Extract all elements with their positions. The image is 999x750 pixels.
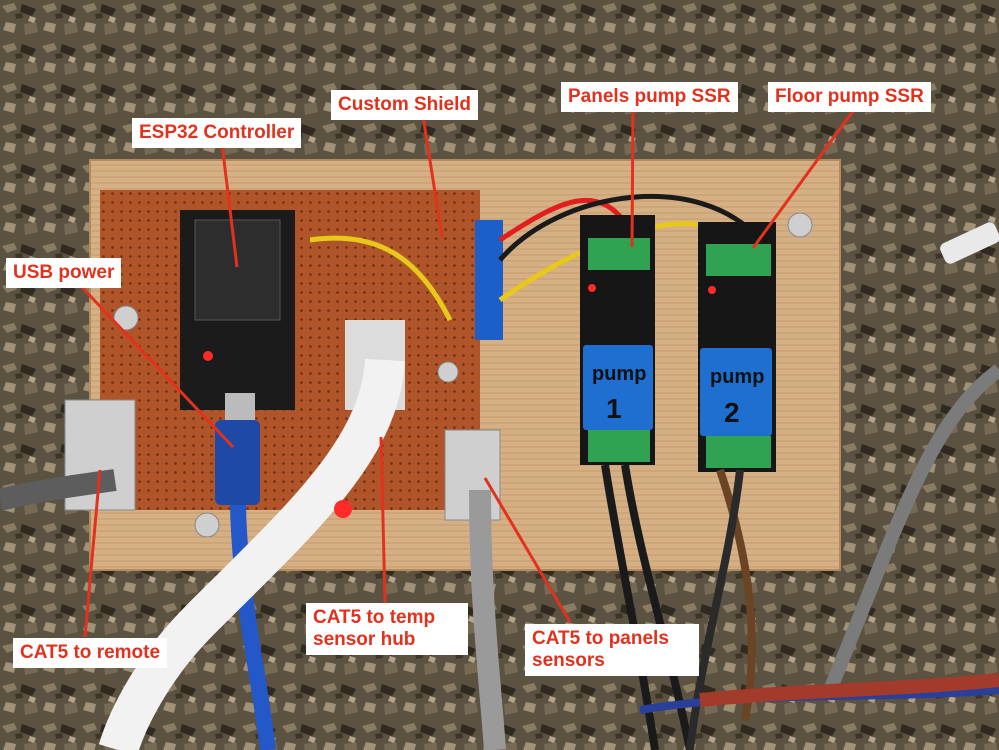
relay-1-terminal-bottom (588, 430, 650, 462)
red-cable-bottom (699, 673, 999, 707)
cable-clip (940, 222, 999, 264)
screw (787, 212, 813, 238)
micro-usb-port (225, 393, 255, 423)
esp32-power-led (203, 351, 213, 361)
relay-2-coil (700, 348, 772, 436)
usb-plug (215, 420, 260, 505)
label-cat5-temp-line1: CAT5 to temp (313, 607, 436, 628)
label-custom-shield: Custom Shield (331, 90, 479, 120)
gray-cable (823, 364, 999, 693)
relay-2-terminal-bottom (706, 436, 771, 468)
gray-cat5-cable (0, 469, 117, 511)
label-usb-power: USB power (6, 258, 122, 288)
label-cat5-temp-hub: CAT5 to temp sensor hub (306, 603, 468, 655)
arrow-floor-ssr (751, 106, 858, 249)
usb-cable (230, 504, 276, 750)
arrow-cat5-panels (483, 477, 572, 623)
screw (194, 512, 220, 538)
white-cat5-cable (98, 358, 405, 750)
label-cat5-temp-line2: sensor hub (313, 629, 416, 650)
screw (437, 361, 459, 383)
label-cat5-panels-line2: sensors (532, 650, 605, 671)
label-cat5-panels-sensors: CAT5 to panels sensors (525, 624, 699, 676)
relay-2-mark: pump (710, 366, 764, 388)
arrow-cat5-remote (83, 469, 102, 638)
relay-1-mark: pump (592, 363, 646, 385)
relay-1-number: 1 (606, 393, 622, 424)
panels-cat5-cable (469, 489, 506, 750)
relay-1-coil (583, 345, 653, 430)
relay-2-terminal-top (706, 244, 771, 276)
esp32-module-can (194, 219, 281, 321)
arrow-cat5-temp (379, 436, 387, 604)
relay-1-led (588, 284, 596, 292)
label-cat5-panels-line1: CAT5 to panels (532, 628, 669, 649)
relay-2-led (708, 286, 716, 294)
black-wire (498, 193, 762, 262)
label-panels-pump-ssr: Panels pump SSR (561, 82, 738, 112)
arrow-panels-ssr (630, 107, 635, 248)
yellow-jumper (309, 235, 453, 322)
arrow-shield (421, 115, 444, 238)
relay-1-terminal-top (588, 238, 650, 270)
shield-screw-terminal (475, 220, 503, 340)
callout-arrows (75, 106, 858, 638)
label-esp32-controller: ESP32 Controller (132, 118, 302, 148)
relay-2-number: 2 (724, 397, 740, 428)
label-cat5-remote: CAT5 to remote (13, 638, 168, 668)
arrow-usb (75, 280, 235, 449)
screw (113, 305, 139, 331)
label-floor-pump-ssr: Floor pump SSR (768, 82, 931, 112)
indicator-led (334, 500, 352, 518)
relay-2-cable (686, 469, 744, 750)
arrow-esp32 (220, 143, 239, 268)
relay-1-cable-b (621, 464, 694, 750)
